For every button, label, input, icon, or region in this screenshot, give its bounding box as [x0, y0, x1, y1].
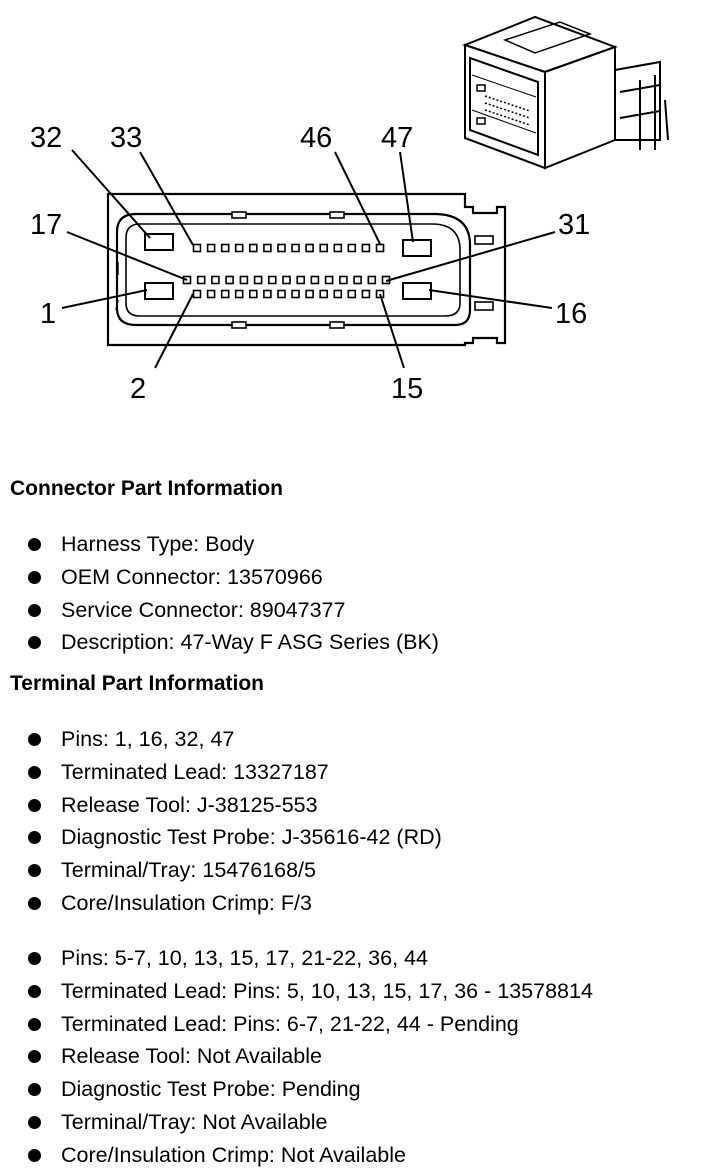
bullet-icon — [28, 765, 41, 779]
bullet-icon — [28, 538, 41, 551]
connector-info-title: Connector Part Information — [10, 477, 284, 500]
list-item: OEM Connector: 13570966 — [28, 561, 439, 594]
pin-label-47: 47 — [381, 122, 413, 154]
terminal-cavity — [206, 289, 216, 299]
list-item: Diagnostic Test Probe: J-35616-42 (RD) — [28, 821, 442, 854]
terminal-cavity — [319, 289, 329, 299]
bullet-icon — [28, 831, 41, 845]
list-item: Release Tool: J-38125-553 — [28, 789, 442, 822]
list-item: Terminal/Tray: 15476168/5 — [28, 854, 442, 887]
terminal-cavity — [324, 275, 334, 285]
list-item: Pins: 1, 16, 32, 47 — [28, 723, 442, 756]
pin-label-32: 32 — [30, 122, 62, 154]
bullet-icon — [28, 733, 41, 746]
terminal-cavity — [225, 275, 234, 285]
terminal-cavity — [263, 243, 272, 253]
pin-label-15: 15 — [391, 373, 423, 405]
terminal-cavity — [375, 243, 385, 253]
terminal-cavity — [220, 243, 230, 253]
bullet-icon — [28, 952, 41, 965]
terminal-cavity — [347, 243, 357, 253]
terminal-cavity — [291, 289, 300, 299]
terminal-cavity — [277, 243, 286, 253]
pin-callouts: 32 33 46 47 17 31 1 16 2 15 — [30, 122, 590, 405]
terminal-cavity — [339, 275, 348, 285]
pin-label-1: 1 — [40, 298, 56, 330]
connector-info-list: Harness Type: Body OEM Connector: 135709… — [28, 528, 439, 659]
terminal-info-list-2: Pins: 5-7, 10, 13, 15, 17, 21-22, 36, 44… — [28, 942, 593, 1172]
terminal-cavity — [310, 275, 320, 285]
terminal-cavity — [319, 243, 329, 253]
terminal-cavity — [361, 289, 371, 299]
terminal-cavity — [333, 243, 343, 253]
terminal-cavity — [192, 243, 202, 253]
terminal-cavity — [263, 289, 272, 299]
list-item: Core/Insulation Crimp: F/3 — [28, 887, 442, 920]
bullet-icon — [28, 798, 41, 812]
terminal-cavity — [305, 289, 314, 299]
terminal-cavity — [296, 275, 306, 285]
terminal-cavity-rows — [182, 243, 391, 299]
bullet-icon — [28, 1115, 41, 1129]
terminal-cavity — [249, 289, 258, 299]
terminal-cavity — [291, 243, 300, 253]
connector-face-view — [106, 192, 507, 347]
list-item: Diagnostic Test Probe: Pending — [28, 1073, 593, 1106]
terminal-cavity — [196, 275, 206, 285]
pin-label-31: 31 — [558, 209, 590, 241]
list-item: Terminated Lead: Pins: 6-7, 21-22, 44 - … — [28, 1008, 593, 1041]
bullet-icon — [28, 603, 41, 617]
pin-label-2: 2 — [130, 373, 146, 405]
terminal-cavity — [220, 289, 230, 299]
bullet-icon — [28, 636, 41, 650]
pin-label-33: 33 — [110, 122, 142, 154]
terminal-cavity — [234, 243, 244, 253]
terminal-cavity — [333, 289, 343, 299]
bullet-icon — [28, 570, 41, 584]
terminal-cavity — [234, 289, 244, 299]
list-item: Terminal/Tray: Not Available — [28, 1106, 593, 1139]
list-item: Terminated Lead: Pins: 5, 10, 13, 15, 17… — [28, 975, 593, 1008]
list-item: Pins: 5-7, 10, 13, 15, 17, 21-22, 36, 44 — [28, 942, 593, 975]
list-item: Description: 47-Way F ASG Series (BK) — [28, 626, 439, 659]
terminal-cavity — [253, 275, 263, 285]
connector-isometric-sketch — [462, 15, 669, 170]
terminal-cavity — [277, 289, 286, 299]
bullet-icon — [28, 896, 41, 910]
terminal-cavity — [282, 275, 291, 285]
terminal-cavity — [192, 289, 202, 299]
list-item: Core/Insulation Crimp: Not Available — [28, 1139, 593, 1172]
bullet-icon — [28, 1148, 41, 1162]
list-item: Harness Type: Body — [28, 528, 439, 561]
terminal-cavity — [305, 243, 314, 253]
bullet-icon — [28, 1017, 41, 1031]
bullet-icon — [28, 864, 41, 878]
bullet-icon — [28, 1050, 41, 1064]
pin-label-17: 17 — [30, 209, 62, 241]
terminal-cavity — [267, 275, 277, 285]
list-item: Service Connector: 89047377 — [28, 594, 439, 627]
connector-diagram: 32 33 46 47 17 31 1 16 2 15 — [30, 15, 669, 405]
leader-lines — [61, 149, 556, 369]
terminal-cavity — [347, 289, 357, 299]
terminal-cavity — [361, 243, 371, 253]
terminal-cavity — [367, 275, 377, 285]
pin-label-16: 16 — [555, 298, 587, 330]
terminal-cavity — [211, 275, 220, 285]
bullet-icon — [28, 1083, 41, 1097]
terminal-cavity — [239, 275, 249, 285]
terminal-cavity — [353, 275, 362, 285]
list-item: Terminated Lead: 13327187 — [28, 756, 442, 789]
terminal-cavity — [206, 243, 216, 253]
pin-label-46: 46 — [300, 122, 332, 154]
terminal-info-title: Terminal Part Information — [10, 672, 264, 695]
terminal-info-list-1: Pins: 1, 16, 32, 47 Terminated Lead: 133… — [28, 723, 442, 920]
bullet-icon — [28, 984, 41, 998]
list-item: Release Tool: Not Available — [28, 1040, 593, 1073]
terminal-cavity — [249, 243, 258, 253]
